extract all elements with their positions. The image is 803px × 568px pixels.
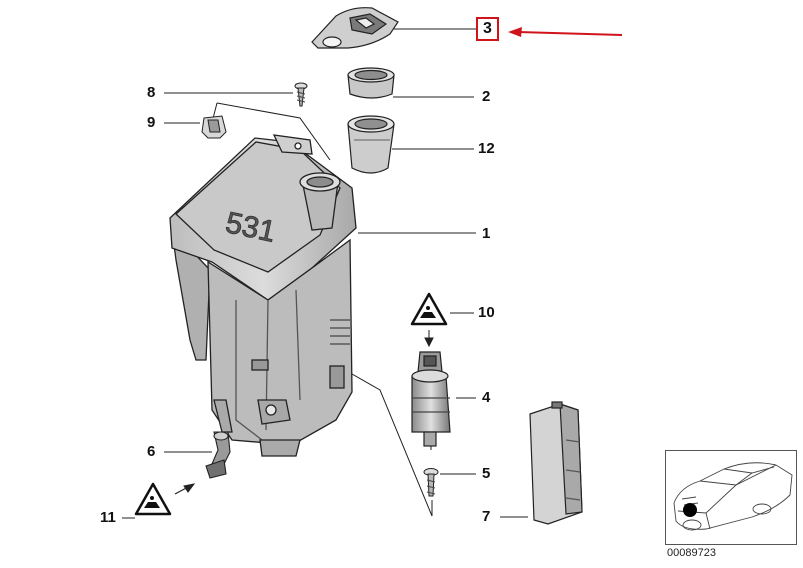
callout-10: 10 [478, 304, 495, 321]
callout-7: 7 [482, 508, 491, 525]
callout-2: 2 [482, 88, 491, 105]
vehicle-location-inset [665, 450, 797, 545]
location-marker-icon [683, 503, 697, 517]
callout-11: 11 [100, 509, 116, 526]
part-1-tank [169, 134, 357, 457]
arrow-11 [174, 483, 196, 495]
part-3-cap [311, 7, 399, 49]
callout-3: 3 [476, 17, 499, 41]
part-6-elbow [205, 431, 231, 479]
callout-8: 8 [147, 84, 156, 101]
part-4-pump [411, 351, 451, 447]
part-9-clip [201, 115, 227, 139]
highlight-arrow [508, 27, 623, 37]
part-2-sleeve [347, 67, 395, 99]
callout-6: 6 [147, 443, 156, 460]
callout-1: 1 [482, 225, 491, 242]
arrow-10 [424, 330, 434, 348]
car-outline-icon [673, 462, 793, 531]
callout-12: 12 [478, 140, 495, 157]
part-8-screw [294, 82, 308, 107]
callout-5: 5 [482, 465, 491, 482]
part-12-filter [347, 115, 395, 174]
warning-triangle-11 [134, 482, 172, 516]
part-7-cover [529, 401, 583, 525]
callout-4: 4 [482, 389, 491, 406]
part-5-screw [423, 468, 439, 497]
warning-triangle-10 [410, 292, 448, 326]
catalog-number: 00089723 [667, 547, 716, 559]
callout-9: 9 [147, 114, 156, 131]
